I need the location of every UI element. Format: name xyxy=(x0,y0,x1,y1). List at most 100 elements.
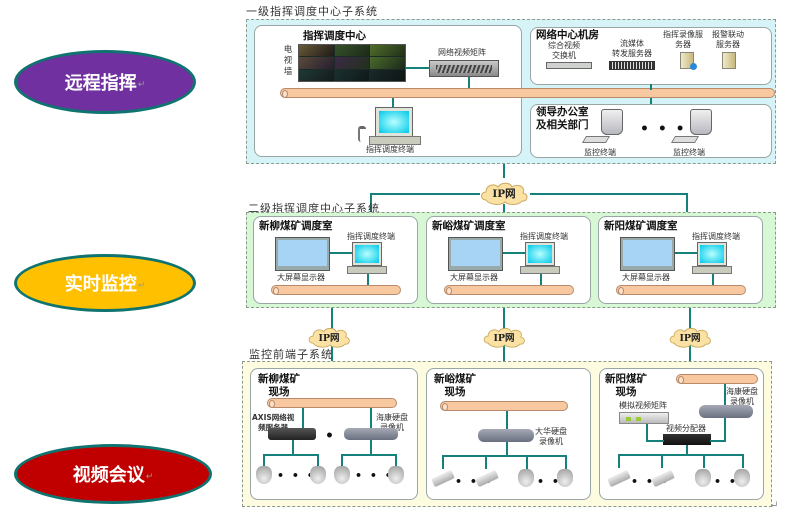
level1-title: 一级指挥调度中心子系统 xyxy=(246,5,378,18)
function-label: 远程指挥 xyxy=(64,73,137,94)
link-line xyxy=(302,408,304,428)
ellipsis: • • • xyxy=(355,469,394,482)
ellipsis: • • • xyxy=(537,475,576,488)
terminal-label: 指挥调度终端 xyxy=(520,232,568,241)
matrix-label: 网络视频矩阵 xyxy=(438,48,486,57)
device-label: 海康硬盘 录像机 xyxy=(726,387,758,406)
recording-server-icon xyxy=(680,52,697,70)
ip-network-cloud: IP网 xyxy=(667,325,713,349)
link-line xyxy=(646,424,648,442)
site-title: 新峪煤矿 现场 xyxy=(434,373,476,398)
link-line xyxy=(618,454,744,456)
terminal-label: 监控终端 xyxy=(673,148,705,157)
site-bus xyxy=(676,374,758,384)
ptz-camera-icon xyxy=(518,469,534,487)
ip-network-label: IP网 xyxy=(493,333,515,344)
microphone-icon xyxy=(358,126,366,142)
leaders-office-panel xyxy=(530,104,772,158)
link-line xyxy=(712,274,714,286)
paragraph-mark-icon: ↵ xyxy=(137,80,146,90)
display-label: 大屏幕显示器 xyxy=(450,273,498,282)
link-line xyxy=(370,440,372,454)
link-line xyxy=(506,442,508,456)
dvr-device xyxy=(344,428,398,440)
video-switch-device xyxy=(546,62,592,69)
display-label: 大屏幕显示器 xyxy=(622,273,670,282)
link-line xyxy=(530,193,687,195)
link-line xyxy=(503,164,505,178)
device-label: 大华硬盘 录像机 xyxy=(535,427,567,446)
frontend-title: 监控前端子系统 xyxy=(249,348,333,361)
paragraph-mark-icon: ↵ xyxy=(137,281,146,291)
link-line xyxy=(442,455,444,469)
ptz-camera-icon xyxy=(388,466,404,484)
link-line xyxy=(370,193,372,213)
ptz-camera-icon xyxy=(256,466,272,484)
device-label: 流媒体 转发服务器 xyxy=(612,39,652,58)
link-line xyxy=(406,67,430,69)
command-center-title: 指挥调度中心 xyxy=(303,30,366,42)
device-label: 报警联动 服务器 xyxy=(712,30,744,49)
device-label: 视频分配器 xyxy=(666,424,706,433)
ellipsis: • • • xyxy=(640,121,687,137)
link-line xyxy=(370,408,372,428)
link-line xyxy=(341,454,343,466)
ellipsis: • • • xyxy=(631,475,670,488)
ip-network-cloud: IP网 xyxy=(306,325,352,349)
link-line xyxy=(540,274,542,286)
link-line xyxy=(650,84,652,90)
link-line xyxy=(503,204,505,218)
device-label: 指挥录像服 务器 xyxy=(663,30,703,49)
link-line xyxy=(703,454,705,468)
alarm-server-icon xyxy=(722,52,736,69)
tv-wall-image xyxy=(298,44,406,82)
link-line xyxy=(675,252,697,254)
terminal-label: 指挥调度终端 xyxy=(692,232,740,241)
link-line xyxy=(317,454,319,466)
device-label: 模拟视频矩阵 xyxy=(619,401,667,410)
dispatch-terminal-icon xyxy=(697,242,727,266)
streaming-server-device xyxy=(609,61,655,70)
dispatch-terminal-icon xyxy=(375,107,413,137)
terminal-label: 指挥调度终端 xyxy=(347,232,395,241)
display-label: 大屏幕显示器 xyxy=(277,273,325,282)
keyboard-icon xyxy=(581,136,611,143)
link-line xyxy=(686,193,688,217)
device-label: 综合视频 交换机 xyxy=(548,41,580,60)
ptz-camera-icon xyxy=(334,466,350,484)
terminal-base xyxy=(692,266,732,274)
level2-title: 二级指挥调度中心子系统 xyxy=(248,202,380,215)
ip-network-label: IP网 xyxy=(492,188,516,200)
link-line xyxy=(292,440,294,454)
video-distributor-device xyxy=(663,434,711,445)
ptz-camera-icon xyxy=(695,469,711,487)
ellipsis: • • • xyxy=(714,475,753,488)
link-line xyxy=(710,440,726,442)
network-video-matrix-device xyxy=(429,60,499,77)
function-label: 实时监控 xyxy=(64,274,137,295)
dispatch-room-title: 新峪煤矿调度室 xyxy=(432,220,506,232)
ptz-camera-icon xyxy=(310,466,326,484)
terminal-label: 监控终端 xyxy=(584,148,616,157)
function-oval-video-conference: 视频会议↵ xyxy=(14,444,212,504)
analog-video-matrix-device xyxy=(619,412,669,424)
room-bus xyxy=(616,285,746,295)
large-screen-display-icon xyxy=(620,237,675,271)
link-line xyxy=(370,193,480,195)
site-bus xyxy=(440,401,568,411)
large-screen-display-icon xyxy=(275,237,330,271)
link-line xyxy=(485,455,487,469)
function-label: 视频会议 xyxy=(72,465,145,486)
link-line xyxy=(263,454,319,456)
keyboard-icon xyxy=(670,136,700,143)
link-line xyxy=(724,418,726,442)
link-line xyxy=(367,274,369,286)
ip-network-label: IP网 xyxy=(318,333,340,344)
network-room-title: 网络中心机房 xyxy=(536,29,599,41)
dispatch-terminal-icon xyxy=(352,242,382,266)
link-line xyxy=(686,445,688,455)
link-line xyxy=(442,455,567,457)
link-line xyxy=(565,455,567,469)
dispatch-room-title: 新柳煤矿调度室 xyxy=(259,220,333,232)
ip-network-cloud: IP网 xyxy=(478,180,530,206)
